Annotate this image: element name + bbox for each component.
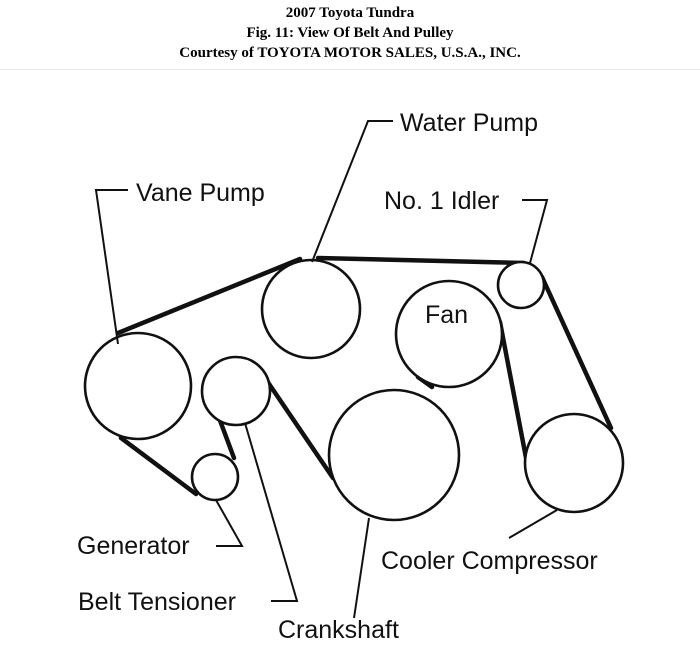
crankshaft-leader <box>353 517 370 619</box>
document-title: 2007 Toyota Tundra <box>285 5 415 21</box>
cooler-compressor-pulley <box>523 412 625 514</box>
vane-pump-leader <box>94 189 128 345</box>
component-labels: Water Pump Vane Pump No. 1 Idler Fan Gen… <box>77 109 598 644</box>
belt-vane-to-generator <box>118 435 199 497</box>
no1-idler-label: No. 1 Idler <box>384 187 499 215</box>
vane-pump-label: Vane Pump <box>136 179 265 207</box>
vane-pump-pulley <box>83 331 193 441</box>
water-pump-leader <box>311 120 393 263</box>
belt-idler-to-compressor <box>539 274 614 431</box>
courtesy-line: Courtesy of TOYOTA MOTOR SALES, U.S.A., … <box>179 45 521 61</box>
crankshaft-pulley <box>327 388 461 522</box>
fan-pulley <box>394 279 504 389</box>
drive-belt <box>115 255 614 497</box>
generator-label: Generator <box>77 532 190 560</box>
belt-waterpump-to-idler <box>315 255 527 266</box>
figure-caption: Fig. 11: View Of Belt And Pulley <box>246 25 454 41</box>
crankshaft-label: Crankshaft <box>278 616 399 644</box>
belt-fan-to-compressor <box>497 319 530 466</box>
cooler-compressor-leader <box>508 509 558 539</box>
generator-pulley <box>190 452 240 502</box>
pulleys <box>83 258 625 522</box>
fan-label: Fan <box>425 301 468 329</box>
header: 2007 Toyota Tundra Fig. 11: View Of Belt… <box>0 3 700 63</box>
belt-tensioner-label: Belt Tensioner <box>78 588 236 616</box>
belt-tensioner-leader <box>244 422 299 602</box>
water-pump-label: Water Pump <box>400 109 538 137</box>
no1-idler-pulley <box>496 260 546 310</box>
belt-vane-to-waterpump <box>115 256 303 336</box>
generator-leader <box>215 499 244 547</box>
no1-idler-leader <box>522 199 549 264</box>
header-divider <box>0 69 700 70</box>
cooler-compressor-label: Cooler Compressor <box>381 547 598 575</box>
belt-tensioner-to-crankshaft <box>262 375 336 481</box>
leader-lines <box>94 120 558 619</box>
belt-tensioner-pulley <box>200 355 272 427</box>
water-pump-pulley <box>260 258 362 360</box>
